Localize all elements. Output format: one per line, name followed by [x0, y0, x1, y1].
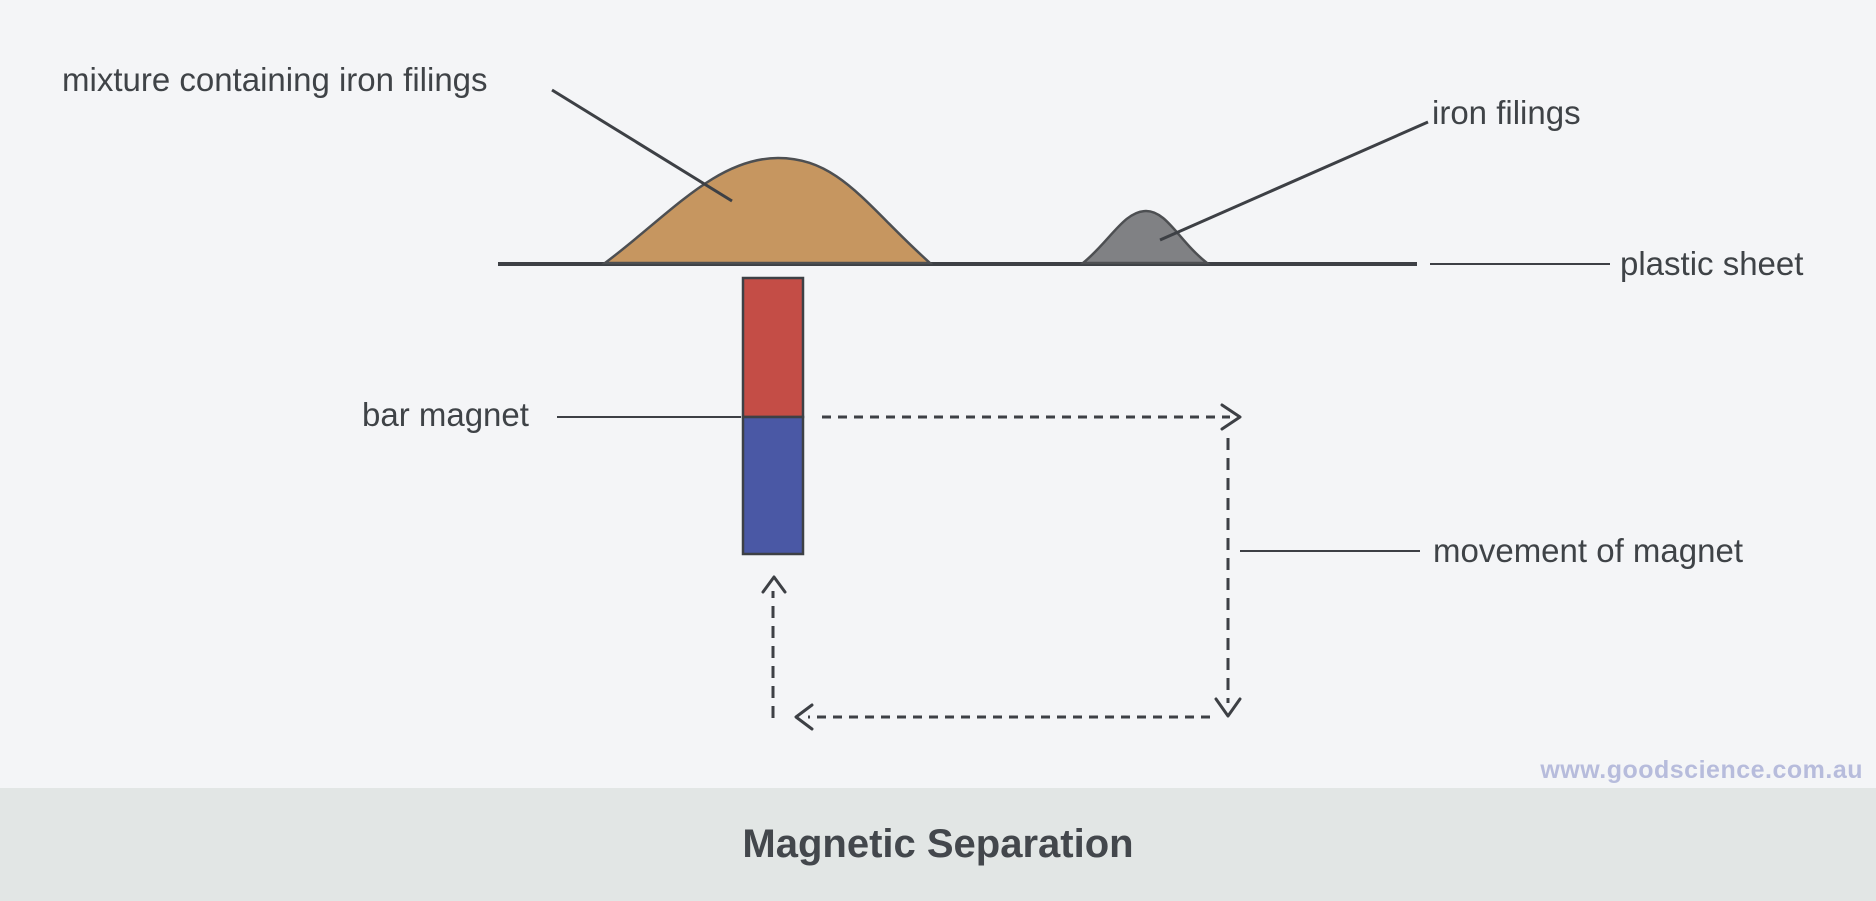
mixture-pile-shape — [601, 156, 934, 265]
label-bar-magnet: bar magnet — [362, 396, 529, 433]
mixture-leader-line — [551, 88, 733, 203]
arrowhead-down-icon — [1214, 697, 1242, 718]
arrowhead-left-icon — [794, 703, 814, 731]
label-iron-filings: iron filings — [1432, 94, 1581, 131]
label-plastic-sheet: plastic sheet — [1620, 245, 1804, 282]
label-mixture: mixture containing iron filings — [62, 61, 488, 98]
arrowhead-up-icon — [761, 575, 787, 594]
iron-filings-pile-shape — [1079, 209, 1211, 265]
diagram-title: Magnetic Separation — [742, 822, 1134, 866]
arrowhead-right-icon — [1220, 403, 1242, 431]
iron-filings-leader-line — [1159, 120, 1429, 242]
bar-magnet-south-pole — [741, 415, 805, 556]
bar-magnet-north-pole — [741, 276, 805, 419]
footer-band: Magnetic Separation — [0, 788, 1876, 901]
label-movement-of-magnet: movement of magnet — [1433, 532, 1743, 569]
watermark-url: www.goodscience.com.au — [1540, 756, 1863, 784]
